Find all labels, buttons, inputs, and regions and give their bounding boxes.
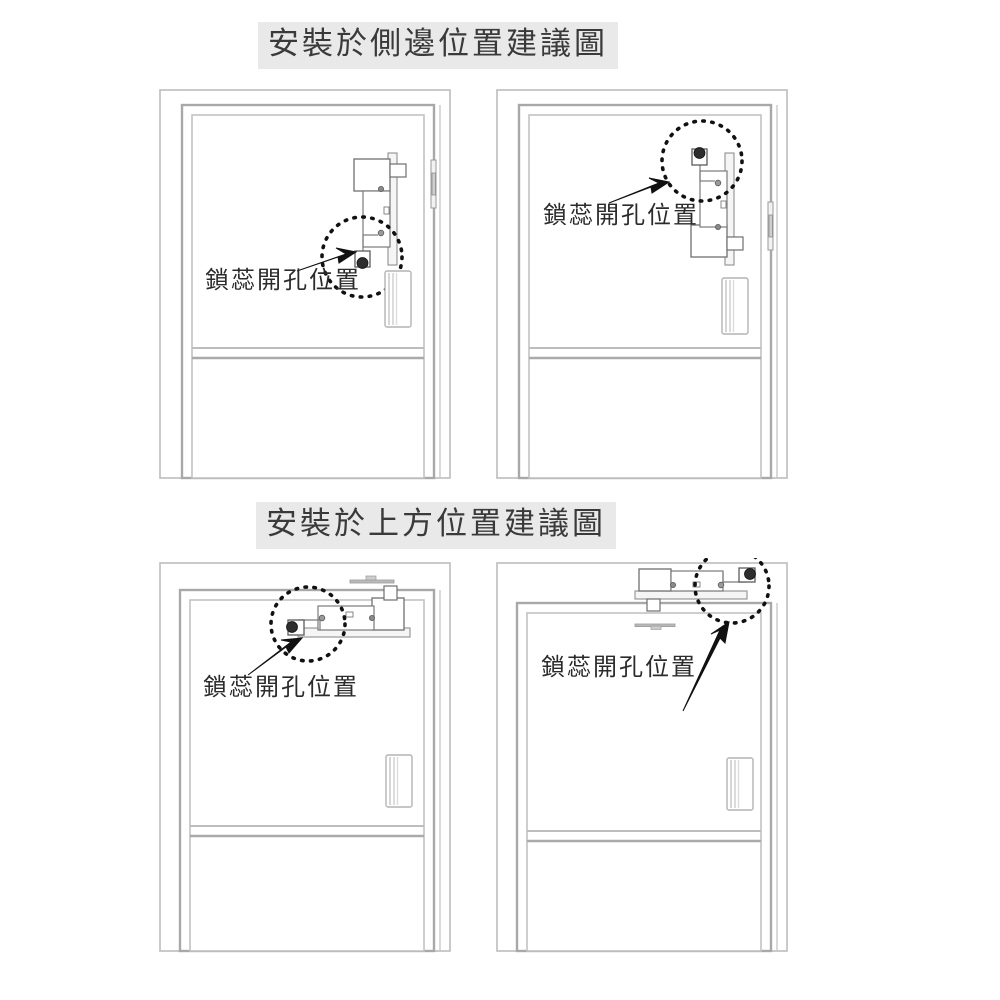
door-leaf	[189, 599, 425, 952]
lock-body-vertical-inverted	[690, 147, 744, 266]
door-handle	[385, 754, 413, 808]
panel-top-mount-right	[487, 558, 817, 958]
callout-arrow	[296, 247, 358, 272]
callout-arrow	[682, 620, 730, 712]
callout-circle	[269, 585, 347, 663]
lock-cylinder-hole	[286, 621, 298, 633]
callout-label-side-left: 鎖蕊開孔位置	[205, 266, 361, 294]
lock-body-vertical	[353, 152, 407, 269]
door-leaf	[526, 612, 762, 952]
panel-side-mount-right	[487, 85, 817, 485]
callout-circle	[660, 119, 744, 203]
door-handle	[726, 757, 754, 811]
strike-plate	[430, 159, 437, 209]
lock-cylinder-hole	[744, 568, 756, 580]
door-diagram-top-left	[159, 562, 451, 953]
callout-arrow	[608, 177, 671, 204]
callout-circle	[320, 215, 404, 299]
lock-cylinder-hole	[693, 147, 706, 159]
callout-arrow	[247, 637, 304, 676]
door-closer-arm	[634, 623, 676, 630]
door-diagram-top-right	[496, 558, 788, 953]
panel-side-mount-left	[150, 85, 480, 485]
lock-cylinder-hole	[356, 257, 369, 269]
section-title-side-mount: 安裝於側邊位置建議圖	[258, 22, 618, 69]
callout-label-top-right: 鎖蕊開孔位置	[541, 653, 697, 681]
panel-top-mount-left	[150, 558, 480, 958]
callout-circle	[693, 558, 771, 625]
door-diagram-side-left	[159, 89, 451, 480]
door-handle	[384, 270, 412, 328]
strike-plate	[767, 201, 774, 251]
door-closer-arm	[349, 575, 395, 584]
door-handle	[721, 277, 749, 335]
lock-body-horizontal-mirrored	[634, 567, 756, 612]
door-diagram-side-right	[496, 89, 788, 480]
callout-label-side-right: 鎖蕊開孔位置	[543, 201, 699, 229]
callout-label-top-left: 鎖蕊開孔位置	[203, 673, 359, 701]
section-title-top-mount: 安裝於上方位置建議圖	[256, 502, 616, 549]
